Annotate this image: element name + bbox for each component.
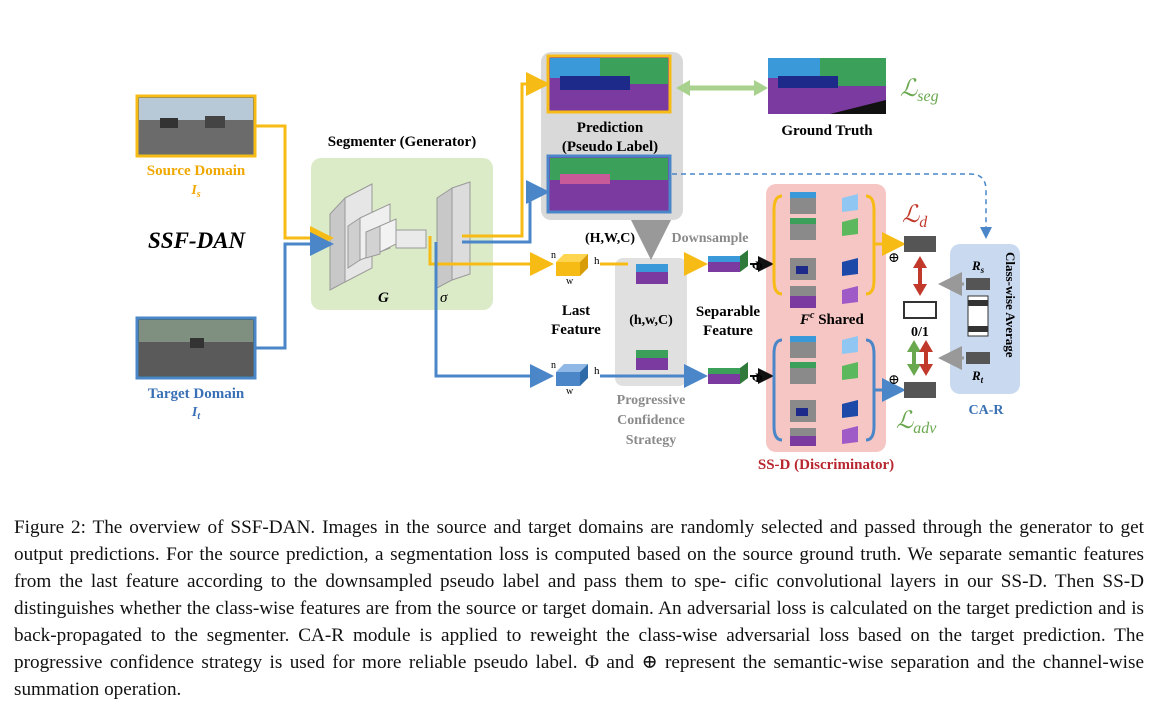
h-label-target: h [594, 365, 600, 377]
sigma-label: σ [440, 290, 448, 306]
source-domain-image [135, 94, 257, 158]
source-feature-cube [556, 254, 588, 276]
rs-label: Rs [971, 258, 985, 275]
d-loss-label: ℒd [902, 202, 928, 231]
down-dims-label: (h,w,C) [629, 313, 673, 328]
source-prediction-image [546, 54, 672, 114]
full-dims-label: (H,W,C) [585, 231, 635, 246]
diagram-title: SSF-DAN [148, 228, 247, 253]
ssd-source-bracket-left [772, 194, 783, 296]
target-prediction-image [546, 154, 672, 214]
target-domain-label: Target Domain [148, 386, 245, 402]
pseudo-label-label: (Pseudo Label) [562, 139, 658, 155]
ssd-target-bracket-left [772, 338, 783, 442]
adv-loss-label: ℒadv [896, 408, 937, 437]
target-feature-arrow [434, 242, 554, 388]
n-label-target: n [551, 360, 556, 371]
rt-label: Rt [971, 368, 984, 385]
target-prediction-arrow [462, 180, 550, 244]
last-feature-line2: Feature [551, 322, 601, 338]
generator-network [329, 181, 471, 291]
progressive-line2: Confidence [617, 413, 685, 428]
target-separable-cube [708, 362, 748, 384]
oplus-source: ⊕ [888, 251, 900, 266]
g-label: G [378, 290, 389, 306]
target-feature-cube [556, 364, 588, 386]
w-label-source: w [566, 276, 574, 287]
downsampled-source-map [636, 264, 668, 284]
segmenter-label: Segmenter (Generator) [328, 134, 476, 150]
h-label-source: h [594, 255, 600, 267]
ssd-label: SS-D (Discriminator) [758, 457, 894, 473]
progressive-line3: Strategy [626, 433, 677, 448]
target-input-arrow [255, 232, 334, 350]
rs-map [966, 278, 990, 290]
separable-feature-line2: Feature [703, 323, 753, 339]
source-input-arrow [255, 124, 334, 250]
downsample-label: Downsample [671, 231, 748, 246]
seg-loss-label: ℒseg [900, 76, 939, 105]
w-label-target: w [566, 386, 574, 397]
seg-loss-arrow [676, 80, 768, 96]
car-label: CA-R [969, 403, 1005, 418]
source-separable-cube [708, 250, 748, 272]
source-feature-arrow [428, 236, 554, 276]
class-wise-average-label: Class-wise Average [1003, 252, 1018, 358]
ssd-source-cubes [790, 192, 858, 308]
rt-map [966, 352, 990, 364]
source-output-map [904, 236, 936, 252]
zero-one-label: 0/1 [911, 325, 929, 340]
prediction-label: Prediction [577, 120, 644, 136]
ssd-panel [766, 184, 886, 452]
last-feature-line1: Last [562, 303, 590, 319]
architecture-diagram: SSF-DAN Segmenter (Generator) G σ Source… [135, 52, 1020, 473]
dashed-car-arrow [672, 173, 992, 239]
ssd-target-cubes [790, 336, 858, 446]
phi-source: Φ [752, 258, 763, 273]
shared-label: Fc Shared [799, 310, 864, 328]
source-domain-label: Source Domain [147, 163, 246, 179]
figure-caption: Figure 2: The overview of SSF-DAN. Image… [14, 517, 1144, 700]
progressive-line1: Progressive [617, 393, 686, 408]
n-label-source: n [551, 250, 556, 261]
oplus-target: ⊕ [888, 373, 900, 388]
ground-truth-image [768, 58, 886, 114]
source-prediction-arrow [462, 72, 550, 238]
ground-truth-label: Ground Truth [781, 123, 873, 139]
source-domain-symbol: Is [190, 183, 200, 200]
progressive-panel [615, 258, 687, 386]
phi-target: Φ [752, 370, 763, 385]
label-map [903, 301, 937, 319]
target-output-map [904, 382, 936, 398]
separable-feature-line1: Separable [696, 304, 761, 320]
target-domain-symbol: It [191, 405, 201, 422]
downsampled-target-map [636, 350, 668, 370]
target-domain-image [135, 316, 257, 380]
